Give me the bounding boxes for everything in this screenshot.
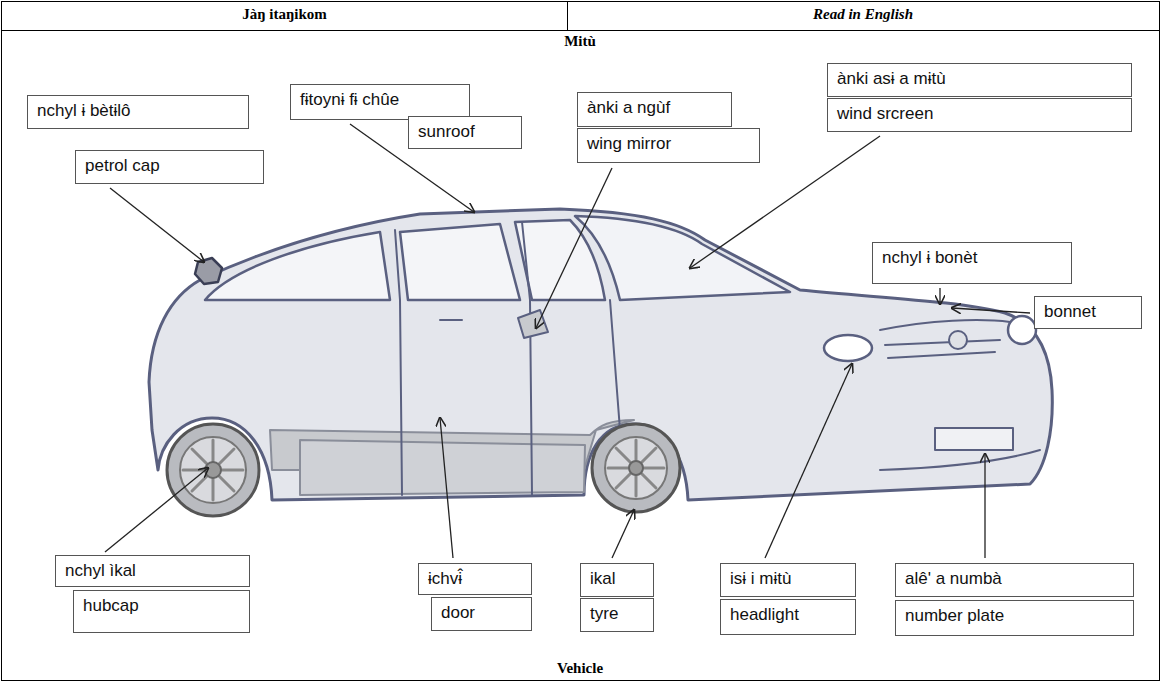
label-text: ànki asɨ a mɨtù [837, 68, 1122, 90]
label-text: nchyl ɨ bètɨlô [37, 100, 239, 122]
label-text: sunroof [418, 121, 512, 143]
label-box: ɨchvɨ̂ [418, 563, 532, 595]
label-box: ànki a ngùf [577, 92, 732, 127]
label-text: wind srcreen [837, 103, 1122, 125]
label-box: nchyl ɨ bètɨlô [27, 95, 249, 129]
label-box: petrol cap [75, 150, 264, 184]
label-box: nchyl ìkal [55, 555, 250, 587]
label-text: fɨtoynɨ fɨ chûe [300, 89, 460, 111]
label-box: wing mirror [577, 128, 760, 163]
label-box: ànki asɨ a mɨtù [827, 63, 1132, 97]
label-box: ikal [580, 563, 654, 597]
label-box: isɨ i mɨtù [720, 563, 856, 597]
label-text: bonnet [1044, 301, 1132, 323]
label-text: petrol cap [85, 155, 254, 177]
label-text: hubcap [83, 595, 240, 617]
label-box: hubcap [73, 590, 250, 633]
header-cell: Read in English [568, 6, 1158, 23]
label-text: wing mirror [587, 133, 750, 155]
label-text: headlight [730, 604, 846, 626]
label-text: ikal [590, 568, 644, 590]
label-box: tyre [580, 598, 654, 632]
label-text: door [441, 602, 522, 624]
diagram-caption: Vehicle [380, 660, 780, 677]
label-box: nchyl ɨ bonèt [872, 242, 1072, 284]
label-text: nchyl ìkal [65, 560, 240, 582]
label-text: ɨchvɨ̂ [428, 568, 522, 590]
label-box: bonnet [1034, 296, 1142, 329]
label-box: wind srcreen [827, 98, 1132, 132]
label-box: fɨtoynɨ fɨ chûe [290, 84, 470, 120]
label-text: ànki a ngùf [587, 97, 722, 119]
label-box: sunroof [408, 116, 522, 149]
diagram-title: Mitù [380, 33, 780, 50]
label-box: alê' a numbà [895, 563, 1134, 597]
label-text: nchyl ɨ bonèt [882, 247, 1062, 269]
label-text: alê' a numbà [905, 568, 1124, 590]
label-text: isɨ i mɨtù [730, 568, 846, 590]
header-cell: Jàŋ itaŋikom [2, 6, 567, 23]
label-box: number plate [895, 600, 1134, 636]
label-text: tyre [590, 603, 644, 625]
label-box: door [431, 597, 532, 631]
label-text: number plate [905, 605, 1124, 627]
label-box: headlight [720, 599, 856, 635]
